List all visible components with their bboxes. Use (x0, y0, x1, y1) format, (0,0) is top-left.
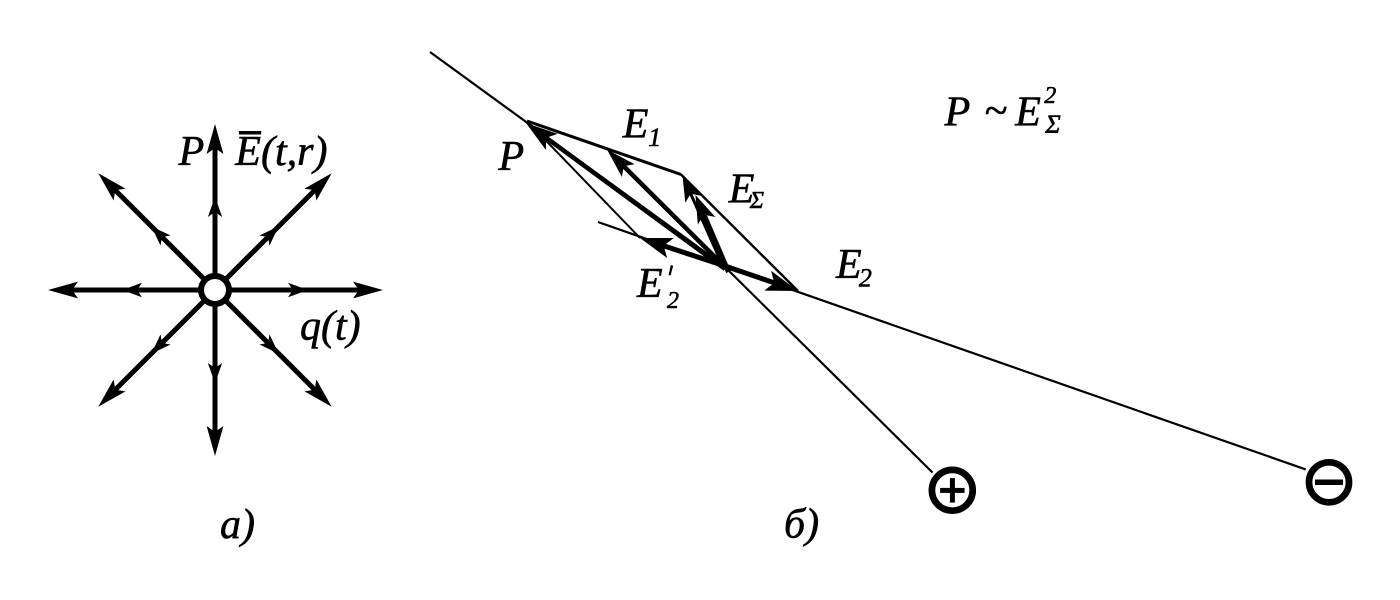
svg-text:1: 1 (648, 123, 661, 152)
svg-text:2: 2 (859, 263, 872, 292)
svg-text:E: E (728, 167, 755, 213)
svg-text:E: E (835, 242, 862, 288)
svg-text:а): а) (220, 502, 255, 548)
svg-text:E: E (622, 102, 649, 148)
svg-text:2: 2 (667, 288, 679, 314)
svg-text:P: P (944, 90, 971, 136)
svg-text:Σ: Σ (1044, 110, 1061, 139)
svg-text:q(t): q(t) (300, 304, 361, 350)
svg-text:E(t,r): E(t,r) (234, 129, 327, 175)
svg-text:E: E (636, 261, 663, 307)
svg-text:2: 2 (1044, 83, 1056, 109)
svg-text:б): б) (784, 502, 819, 548)
svg-text:E: E (1014, 90, 1041, 136)
svg-text:~: ~ (984, 89, 1007, 135)
svg-text:P: P (178, 129, 205, 175)
svg-text:Σ: Σ (749, 188, 764, 214)
svg-text:P: P (498, 134, 525, 180)
